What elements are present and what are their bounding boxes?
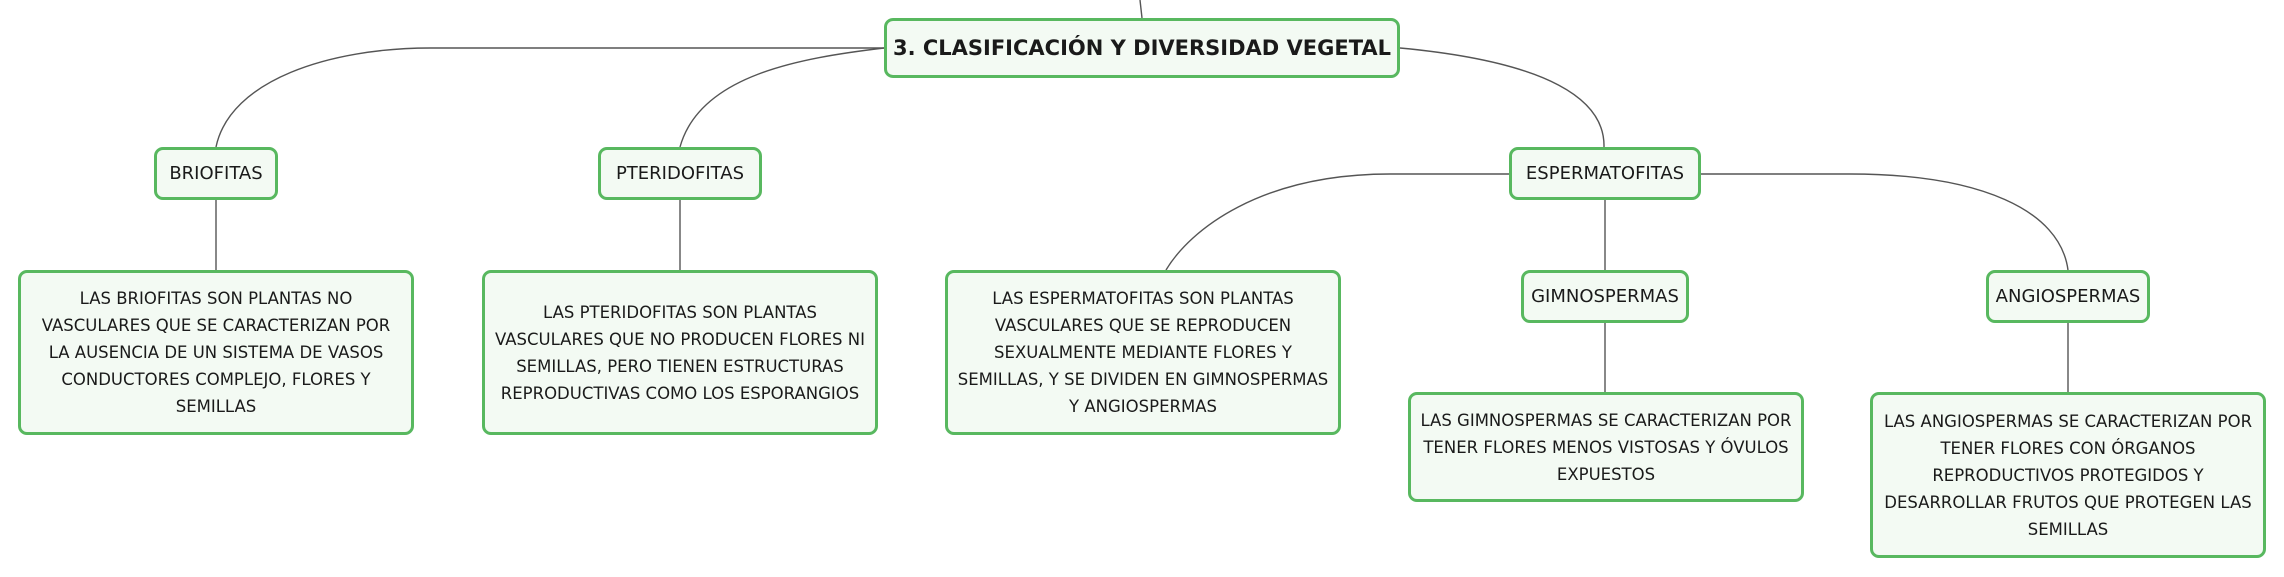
node-briofitas-description[interactable]: LAS BRIOFITAS SON PLANTAS NO VASCULARES … (18, 270, 414, 435)
root-node-label: 3. CLASIFICACIÓN Y DIVERSIDAD VEGETAL (892, 36, 1392, 60)
node-angiospermas-description-text: LAS ANGIOSPERMAS SE CARACTERIZAN POR TEN… (1883, 411, 2253, 539)
node-gimnospermas-label: GIMNOSPERMAS (1531, 286, 1679, 307)
node-pteridofitas[interactable]: PTERIDOFITAS (598, 147, 762, 200)
node-angiospermas-label: ANGIOSPERMAS (1995, 286, 2141, 307)
node-gimnospermas-description-text: LAS GIMNOSPERMAS SE CARACTERIZAN POR TEN… (1420, 410, 1792, 484)
connector-root-incoming (1139, 0, 1143, 19)
node-gimnospermas-description[interactable]: LAS GIMNOSPERMAS SE CARACTERIZAN POR TEN… (1408, 392, 1804, 502)
node-briofitas-label: BRIOFITAS (169, 163, 263, 184)
connector-root-briofitas (215, 47, 884, 148)
connector-root-espermatofitas (1399, 47, 1605, 148)
connector-espermatofitas-desc (1165, 173, 1510, 271)
root-node[interactable]: 3. CLASIFICACIÓN Y DIVERSIDAD VEGETAL (884, 18, 1400, 78)
node-espermatofitas-label: ESPERMATOFITAS (1525, 163, 1685, 184)
node-pteridofitas-label: PTERIDOFITAS (615, 163, 745, 184)
node-angiospermas-description[interactable]: LAS ANGIOSPERMAS SE CARACTERIZAN POR TEN… (1870, 392, 2266, 558)
node-espermatofitas[interactable]: ESPERMATOFITAS (1509, 147, 1701, 200)
node-pteridofitas-description-text: LAS PTERIDOFITAS SON PLANTAS VASCULARES … (495, 302, 865, 403)
node-pteridofitas-description[interactable]: LAS PTERIDOFITAS SON PLANTAS VASCULARES … (482, 270, 878, 435)
node-espermatofitas-description-text: LAS ESPERMATOFITAS SON PLANTAS VASCULARE… (957, 289, 1329, 416)
node-gimnospermas[interactable]: GIMNOSPERMAS (1521, 270, 1689, 323)
node-briofitas[interactable]: BRIOFITAS (154, 147, 278, 200)
connector-espermatofitas-angiospermas (1700, 173, 2069, 271)
node-angiospermas[interactable]: ANGIOSPERMAS (1986, 270, 2150, 323)
connector-root-pteridofitas (679, 47, 885, 148)
node-briofitas-description-text: LAS BRIOFITAS SON PLANTAS NO VASCULARES … (41, 289, 391, 416)
node-espermatofitas-description[interactable]: LAS ESPERMATOFITAS SON PLANTAS VASCULARE… (945, 270, 1341, 435)
